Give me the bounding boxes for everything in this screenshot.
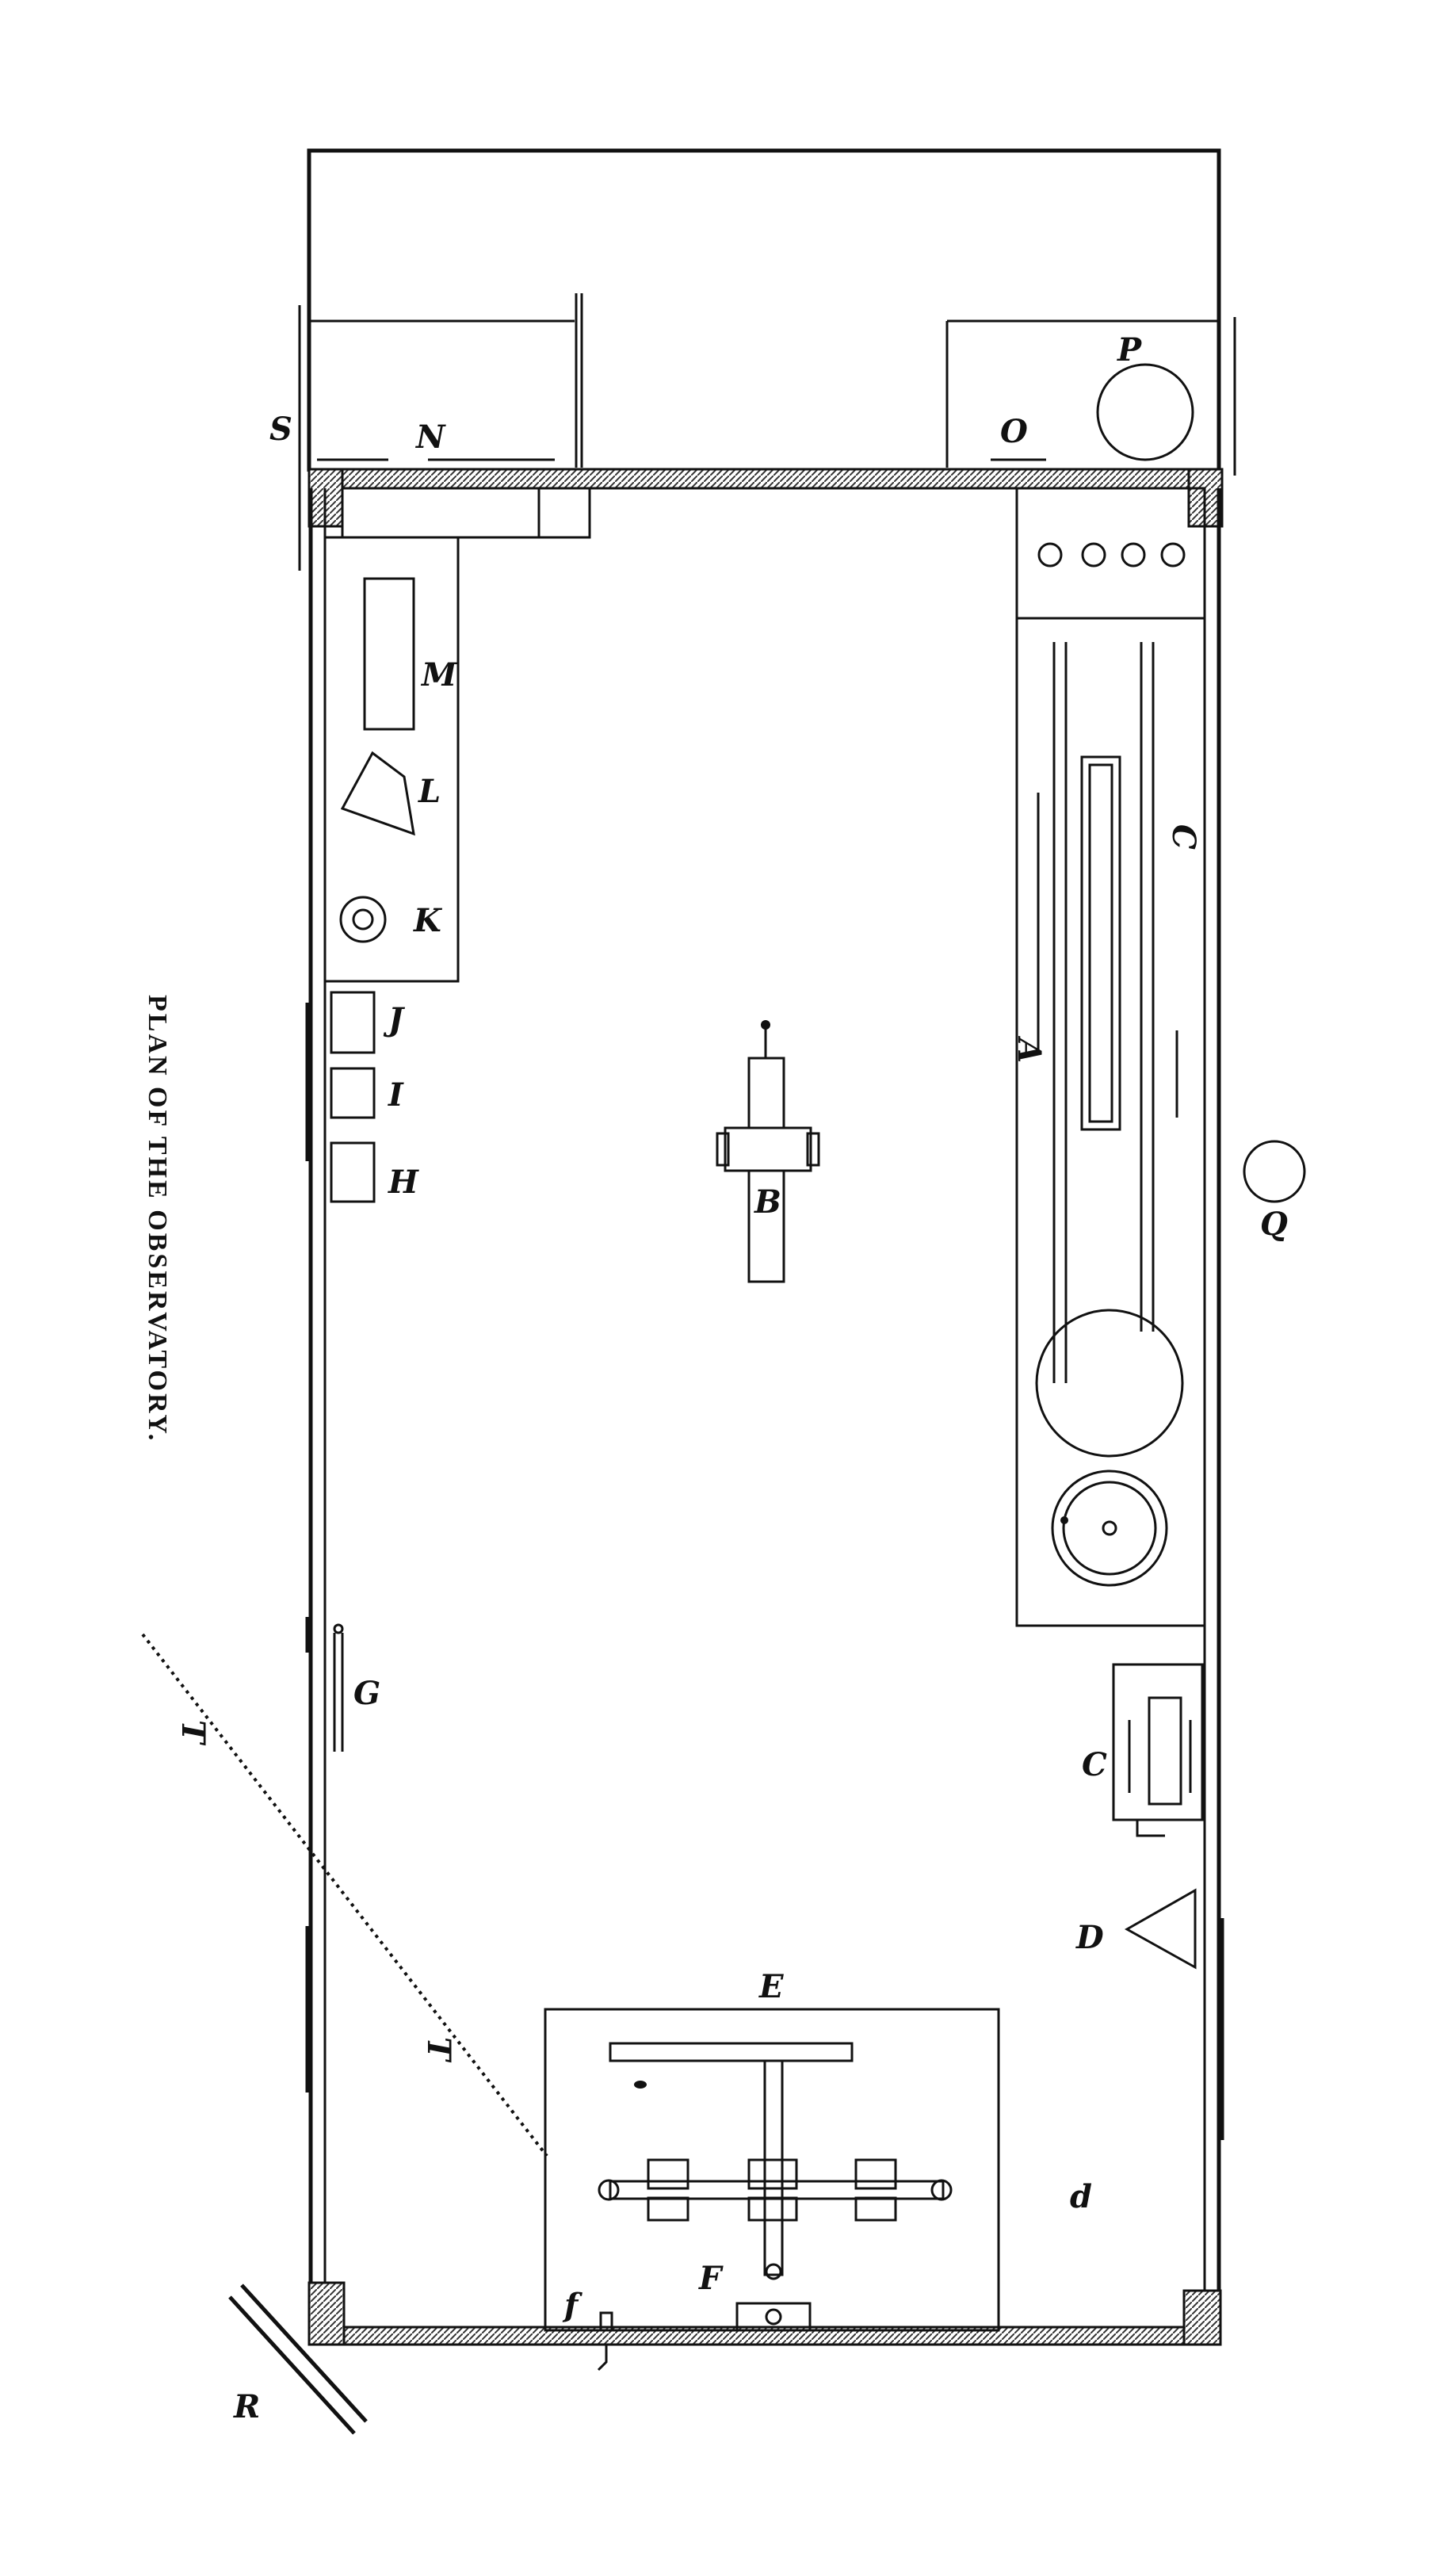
boxes-JIH bbox=[330, 991, 376, 1203]
label-T-upper: T bbox=[174, 1720, 212, 1746]
label-P: P bbox=[1117, 331, 1143, 369]
north-wall bbox=[307, 458, 1224, 528]
label-R: R bbox=[233, 2388, 260, 2425]
item-D-triangle bbox=[1124, 1888, 1197, 1970]
label-f: f bbox=[562, 2287, 582, 2324]
item-L-shape bbox=[340, 751, 415, 836]
label-d: d bbox=[1070, 2178, 1092, 2215]
item-K-ring bbox=[339, 896, 387, 943]
label-I: I bbox=[388, 1076, 404, 1114]
label-T-lower: T bbox=[420, 2037, 457, 2063]
label-S: S bbox=[269, 411, 292, 448]
label-M: M bbox=[420, 656, 458, 694]
item-C-lower bbox=[1112, 1663, 1204, 1837]
annex-outline bbox=[298, 148, 1236, 571]
label-G: G bbox=[353, 1675, 380, 1712]
label-H: H bbox=[388, 1164, 419, 1201]
instrument-B bbox=[716, 1020, 820, 1283]
label-D: D bbox=[1075, 1919, 1104, 1956]
label-E: E bbox=[758, 1968, 784, 2005]
item-M-box bbox=[363, 577, 415, 731]
label-L: L bbox=[418, 773, 441, 810]
label-C-upper: C bbox=[1165, 824, 1202, 850]
label-A: A bbox=[1010, 1035, 1048, 1063]
label-Q: Q bbox=[1260, 1206, 1288, 1243]
item-G-fixture bbox=[333, 1623, 344, 1752]
label-N: N bbox=[414, 419, 446, 456]
item-P-circle bbox=[1096, 363, 1194, 461]
labels: S N O P M L K J I H B C A Q G T T C D E … bbox=[174, 331, 1288, 2425]
plan-caption: PLAN OF THE OBSERVATORY. bbox=[143, 995, 172, 1443]
label-K: K bbox=[413, 902, 443, 939]
label-O: O bbox=[1000, 413, 1028, 450]
label-J: J bbox=[383, 1001, 406, 1038]
item-Q-circle bbox=[1243, 1140, 1306, 1203]
label-C-lower: C bbox=[1082, 1746, 1107, 1783]
label-B: B bbox=[754, 1183, 781, 1221]
table-E bbox=[544, 2008, 1000, 2372]
door-R bbox=[228, 2284, 368, 2435]
right-bench bbox=[1015, 487, 1206, 1627]
label-F: F bbox=[698, 2260, 724, 2297]
left-cabinet bbox=[323, 487, 591, 983]
dotted-line-T bbox=[141, 1633, 548, 2157]
